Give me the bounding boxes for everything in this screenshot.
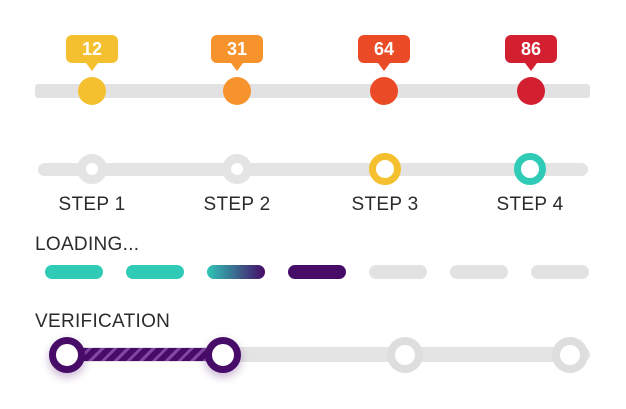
step-label-4: STEP 4 (496, 194, 564, 215)
verification-milestone-3[interactable] (387, 337, 423, 373)
loading-segment-6 (450, 265, 508, 279)
slider-dot[interactable] (223, 77, 251, 105)
loading-segment-1 (45, 265, 103, 279)
verification-progress-bar (67, 348, 223, 361)
verification-milestone-1[interactable] (49, 337, 85, 373)
value-tooltip: 86 (505, 35, 557, 71)
step-circle-4[interactable] (514, 153, 546, 185)
step-circle-2[interactable] (222, 154, 252, 184)
step-label-2: STEP 2 (203, 194, 271, 215)
verification-milestone-2[interactable] (205, 337, 241, 373)
slider-dot[interactable] (517, 77, 545, 105)
verification-label: VERIFICATION (35, 311, 171, 332)
loading-label: LOADING... (35, 234, 140, 255)
value-tooltip: 64 (358, 35, 410, 71)
slider-dot[interactable] (370, 77, 398, 105)
stepper-track (38, 163, 588, 176)
loading-segment-7 (531, 265, 589, 279)
slider-dot[interactable] (78, 77, 106, 105)
step-label-3: STEP 3 (351, 194, 419, 215)
loading-segment-4 (288, 265, 346, 279)
loading-segment-3 (207, 265, 265, 279)
loading-segment-5 (369, 265, 427, 279)
step-label-1: STEP 1 (58, 194, 126, 215)
step-circle-3[interactable] (369, 153, 401, 185)
loading-segment-2 (126, 265, 184, 279)
verification-milestone-4[interactable] (552, 337, 588, 373)
step-circle-1[interactable] (77, 154, 107, 184)
slider-track (35, 84, 590, 98)
value-tooltip: 31 (211, 35, 263, 71)
value-tooltip: 12 (66, 35, 118, 71)
